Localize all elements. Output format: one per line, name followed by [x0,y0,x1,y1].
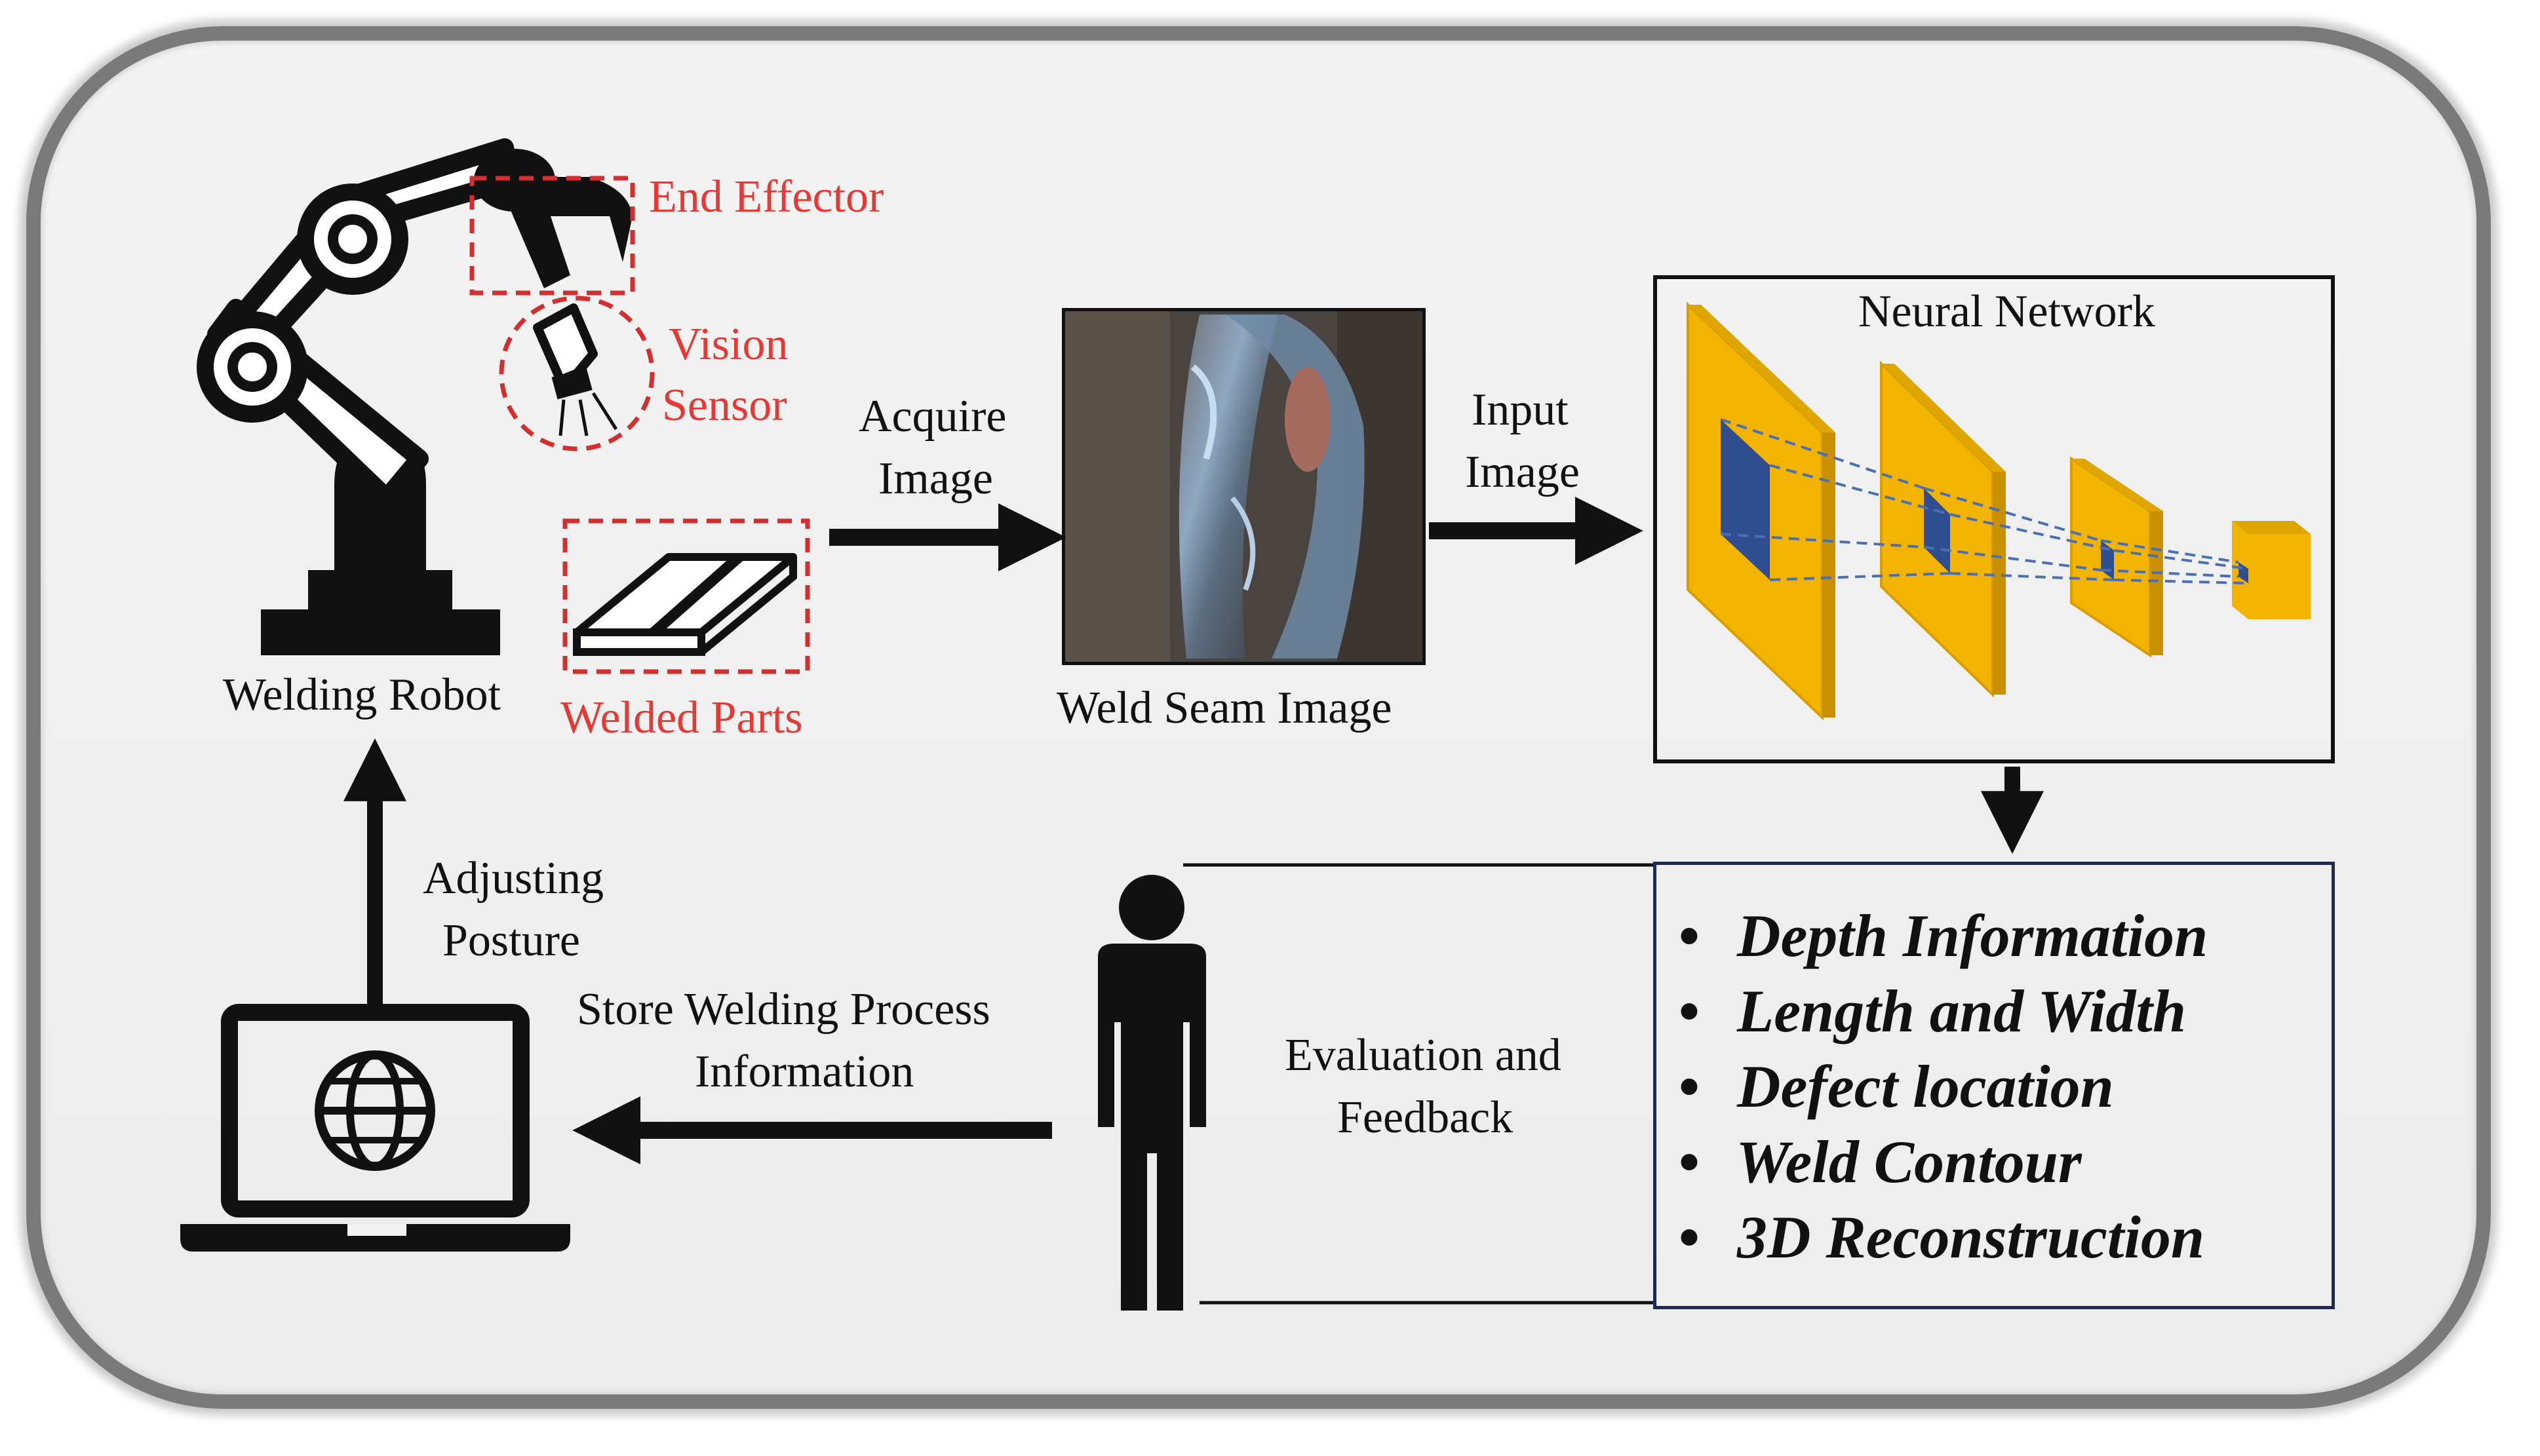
result-item-3: • Defect location [1678,1053,2114,1120]
weld-seam-image-label: Weld Seam Image [1057,683,1392,733]
result-item-5: • 3D Reconstruction [1678,1204,2205,1271]
result-item-2: • Length and Width [1678,978,2187,1044]
person-icon [1098,875,1206,1311]
input-label-line2: Image [1465,447,1580,497]
result-item-1: • Depth Information [1678,902,2208,969]
evaluation-label-line1: Evaluation and [1285,1030,1561,1081]
neural-network-graphic [1687,301,2311,721]
globe-icon [315,1050,435,1171]
laptop-icon [180,1004,570,1252]
vision-sensor-label-line2: Sensor [662,380,787,431]
robot-arm-icon [197,138,633,655]
weld-seam-image-frame [1062,308,1426,665]
result-item-4: • Weld Contour [1678,1128,2082,1195]
camera-icon [533,303,618,436]
acquire-label-line1: Acquire [859,391,1007,442]
vision-sensor-label-line1: Vision [669,319,789,370]
weld-seam-photo [1065,311,1422,662]
adjusting-label-line2: Posture [442,915,580,966]
vision-sensor-highlight [499,296,655,451]
store-label-line1: Store Welding Process [577,984,990,1035]
store-label-line2: Information [695,1046,914,1097]
welding-robot-label: Welding Robot [223,670,501,720]
welded-plate-icon [573,553,797,656]
evaluation-label-line2: Feedback [1337,1092,1514,1143]
end-effector-label: End Effector [649,172,884,222]
acquire-label-line2: Image [878,453,993,504]
diagram-frame [26,26,2491,1409]
welded-parts-label: Welded Parts [560,693,803,743]
input-label-line1: Input [1472,385,1569,435]
end-effector-highlight [469,176,635,296]
neural-network-label: Neural Network [1858,286,2155,337]
results-box: • Depth Information • Length and Width •… [1653,862,2335,1309]
adjusting-label-line1: Adjusting [423,853,604,904]
neural-network-box [1653,275,2335,763]
welded-parts-highlight [562,518,810,674]
